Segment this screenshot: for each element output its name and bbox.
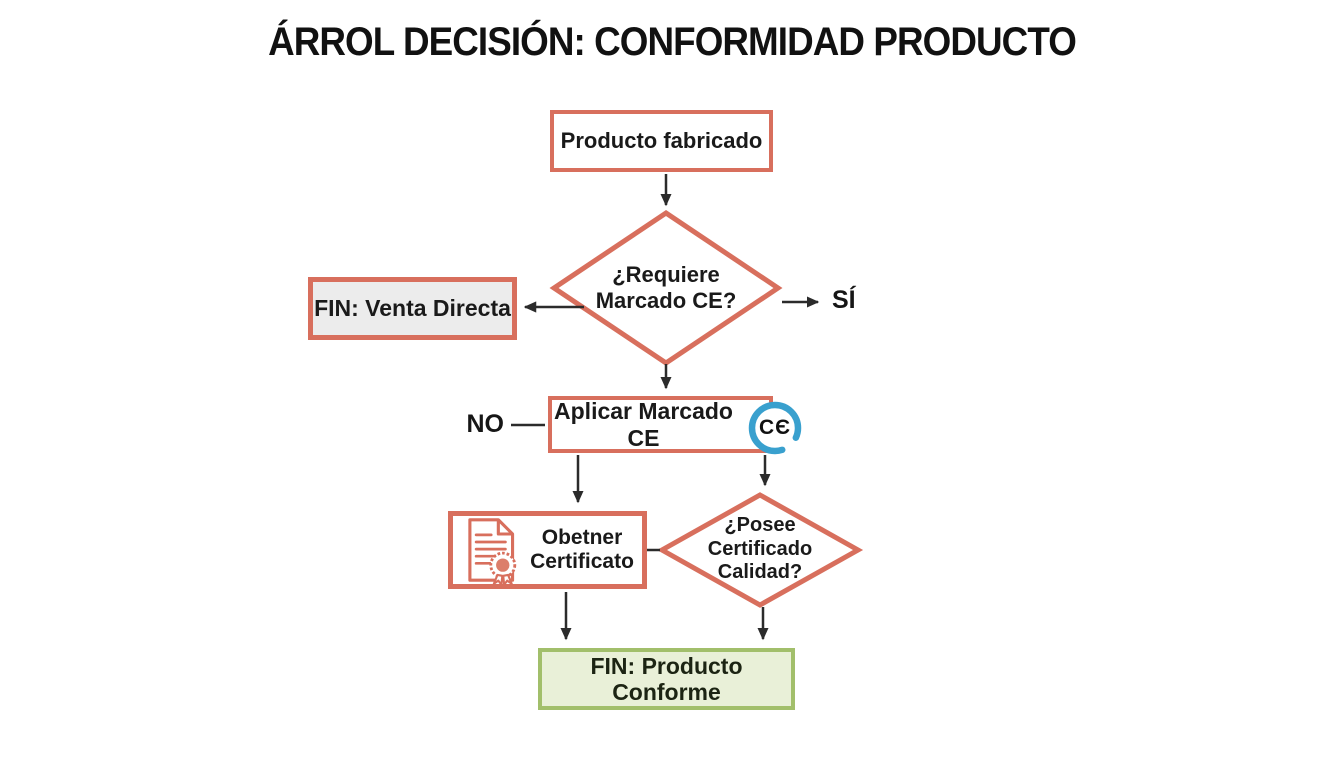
obtain-cert-label: Obetner Certificato: [530, 525, 634, 573]
decision-posee-cert-shape: [656, 492, 864, 608]
apply-ce-label: Aplicar Marcado CE: [554, 398, 733, 451]
obtain-cert-node: Obetner Certificato: [448, 511, 647, 589]
decision-requiere-ce-label: ¿Requiere Marcado CE?: [595, 262, 737, 313]
edge-label-si: SÍ: [832, 286, 856, 314]
end-producto-conforme-label: FIN: Producto Conforme: [590, 652, 743, 705]
end-venta-directa-node: FIN: Venta Directa: [308, 277, 517, 340]
ce-marking-icon: CЄ: [745, 398, 805, 458]
decision-posee-cert-label: ¿Posee Certificado Calidad?: [707, 514, 813, 584]
decision-requiere-ce-shape: [549, 209, 783, 367]
start-node-label: Producto fabricado: [560, 128, 763, 154]
apply-ce-node: Aplicar Marcado CE: [548, 396, 773, 453]
end-venta-directa-label: FIN: Venta Directa: [314, 295, 511, 322]
page-title: ÁRROL DECISIÓN: CONFORMIDAD PRODUCTO: [268, 20, 1077, 64]
edge-label-no: NO: [466, 410, 505, 438]
end-producto-conforme-node: FIN: Producto Conforme: [538, 648, 795, 710]
start-node: Producto fabricado: [550, 110, 773, 172]
ce-ring: [748, 401, 802, 455]
ce-badge-text: CЄ: [758, 416, 792, 439]
certificate-icon: [468, 518, 517, 585]
